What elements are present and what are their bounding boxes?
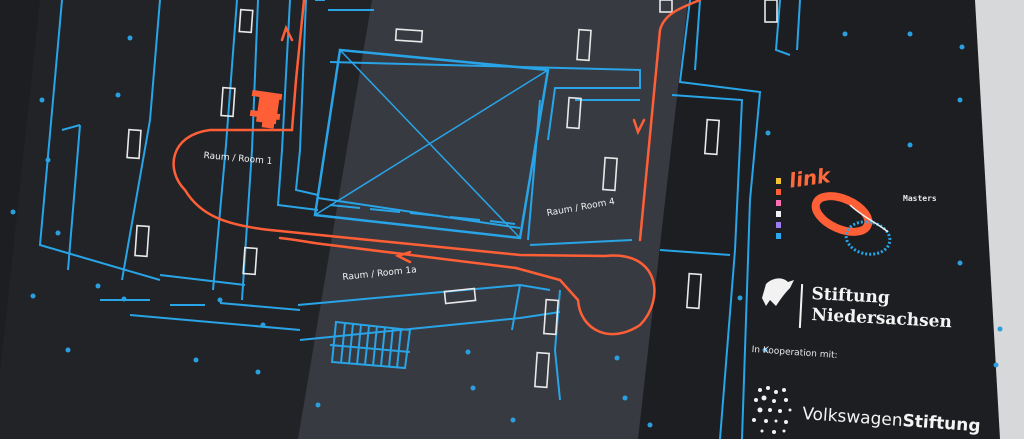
floor-plan-walls [38, 0, 801, 439]
masters-text: Masters [903, 194, 937, 203]
link-masters-logo-icon [776, 178, 892, 256]
horse-icon [762, 278, 804, 329]
stiftung-niedersachsen-line1: Stiftung [810, 284, 891, 309]
route-marker-icon [249, 89, 283, 129]
volkswagen-stiftung-dot-icon [752, 386, 792, 434]
window-markers [126, 0, 778, 389]
visitor-route [172, 0, 702, 336]
